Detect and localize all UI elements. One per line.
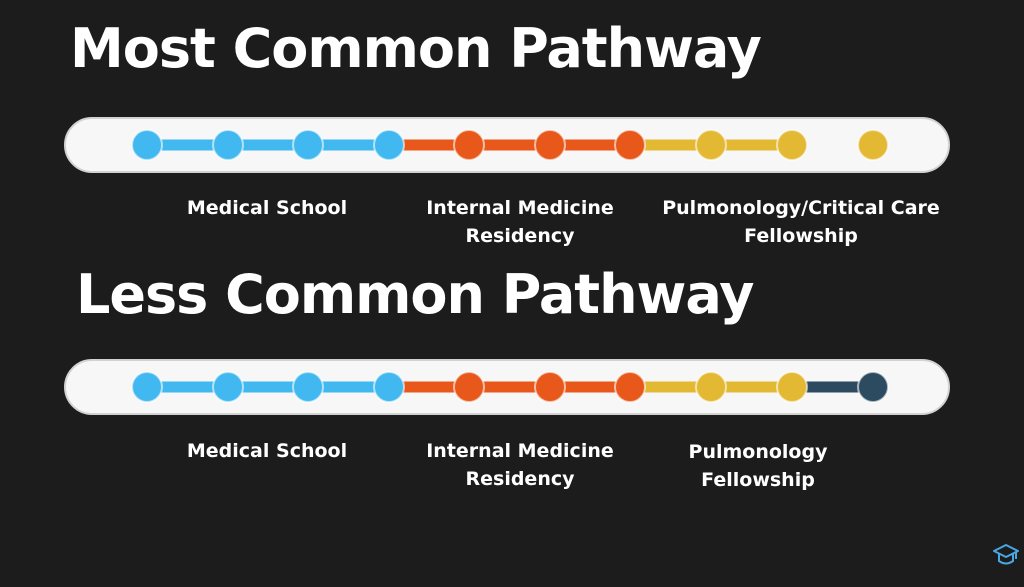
timeline-graphic <box>131 129 889 161</box>
timeline-node <box>292 129 324 161</box>
stage-label-internal-medicine-residency: Internal Medicine Residency <box>426 194 614 250</box>
less-common-pathway-title: Less Common Pathway <box>76 263 754 326</box>
stage-label-medical-school: Medical School <box>187 437 347 465</box>
timeline-node <box>453 371 485 403</box>
timeline-node <box>857 129 889 161</box>
stage-label-line: Internal Medicine <box>426 440 614 462</box>
timeline-node <box>534 129 566 161</box>
stage-label-pulmonology-critical-care-fellowship: Pulmonology/Critical Care Fellowship <box>662 194 940 250</box>
most-common-pathway-title: Most Common Pathway <box>70 17 762 80</box>
most-common-pathway-timeline <box>64 117 950 173</box>
stage-label-line: Pulmonology/Critical Care <box>662 197 940 219</box>
timeline-node <box>373 371 405 403</box>
stage-label-line: Medical School <box>186 440 348 462</box>
timeline-node <box>292 371 324 403</box>
timeline-node <box>453 129 485 161</box>
timeline-node <box>614 371 646 403</box>
timeline-node <box>776 371 808 403</box>
timeline-node <box>695 129 727 161</box>
timeline-node <box>212 371 244 403</box>
timeline-node <box>776 129 808 161</box>
stage-label-line: Residency <box>465 225 575 247</box>
timeline-node <box>695 371 727 403</box>
timeline-node <box>373 129 405 161</box>
stage-label-line: Fellowship <box>701 469 815 491</box>
timeline-node <box>857 371 889 403</box>
timeline-node <box>534 371 566 403</box>
stage-label-line: Fellowship <box>744 225 858 247</box>
stage-label-medical-school: Medical School <box>187 194 347 222</box>
stage-label-line: Pulmonology <box>688 441 828 463</box>
timeline-node <box>614 129 646 161</box>
stage-label-line: Residency <box>465 468 575 490</box>
stage-label-pulmonology-fellowship: Pulmonology Fellowship <box>689 438 828 494</box>
stage-label-line: Medical School <box>186 197 348 219</box>
timeline-node <box>131 371 163 403</box>
less-common-pathway-timeline <box>64 359 950 415</box>
timeline-node <box>212 129 244 161</box>
stage-label-line: Internal Medicine <box>426 197 614 219</box>
graduation-cap-icon <box>993 544 1019 565</box>
timeline-graphic <box>131 371 889 403</box>
stage-label-internal-medicine-residency: Internal Medicine Residency <box>426 437 614 493</box>
timeline-node <box>131 129 163 161</box>
